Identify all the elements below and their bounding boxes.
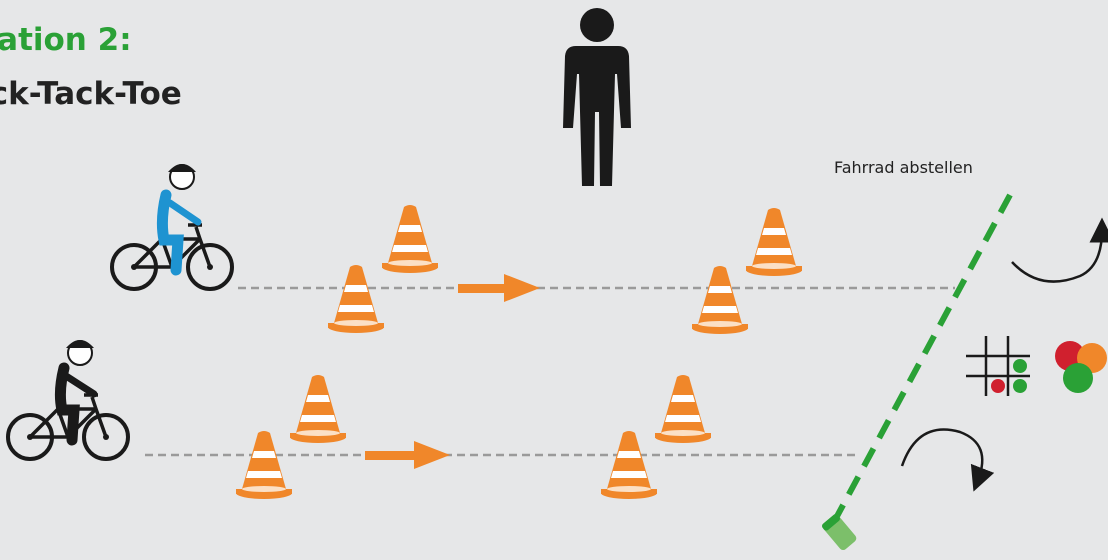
traffic-cone-icon [655,375,711,443]
curved-arrow-icon [902,430,982,480]
bike-park-label: Fahrrad abstellen [834,158,973,177]
traffic-cone-icon [236,431,292,499]
traffic-cone-icon [601,431,657,499]
traffic-cone-icon [746,208,802,276]
cyclist-blue-icon [112,164,232,289]
traffic-cone-icon [328,265,384,333]
cyclist-black-icon [8,340,128,459]
station-title: Station 2: [0,22,132,58]
parking-line-green-dashed [835,195,1010,520]
person-icon [563,8,631,186]
traffic-cone-icon [692,266,748,334]
traffic-cone-icon [382,205,438,273]
direction-arrow-icon [365,441,450,469]
traffic-cone-icon [290,375,346,443]
curved-arrow-icon [1012,230,1102,282]
direction-arrow-icon [458,274,540,302]
tic-tac-toe-icon [966,336,1030,396]
colored-dots-icon [1055,341,1107,393]
station-subtitle: Tick-Tack-Toe [0,76,182,112]
chalk-icon [821,513,858,552]
